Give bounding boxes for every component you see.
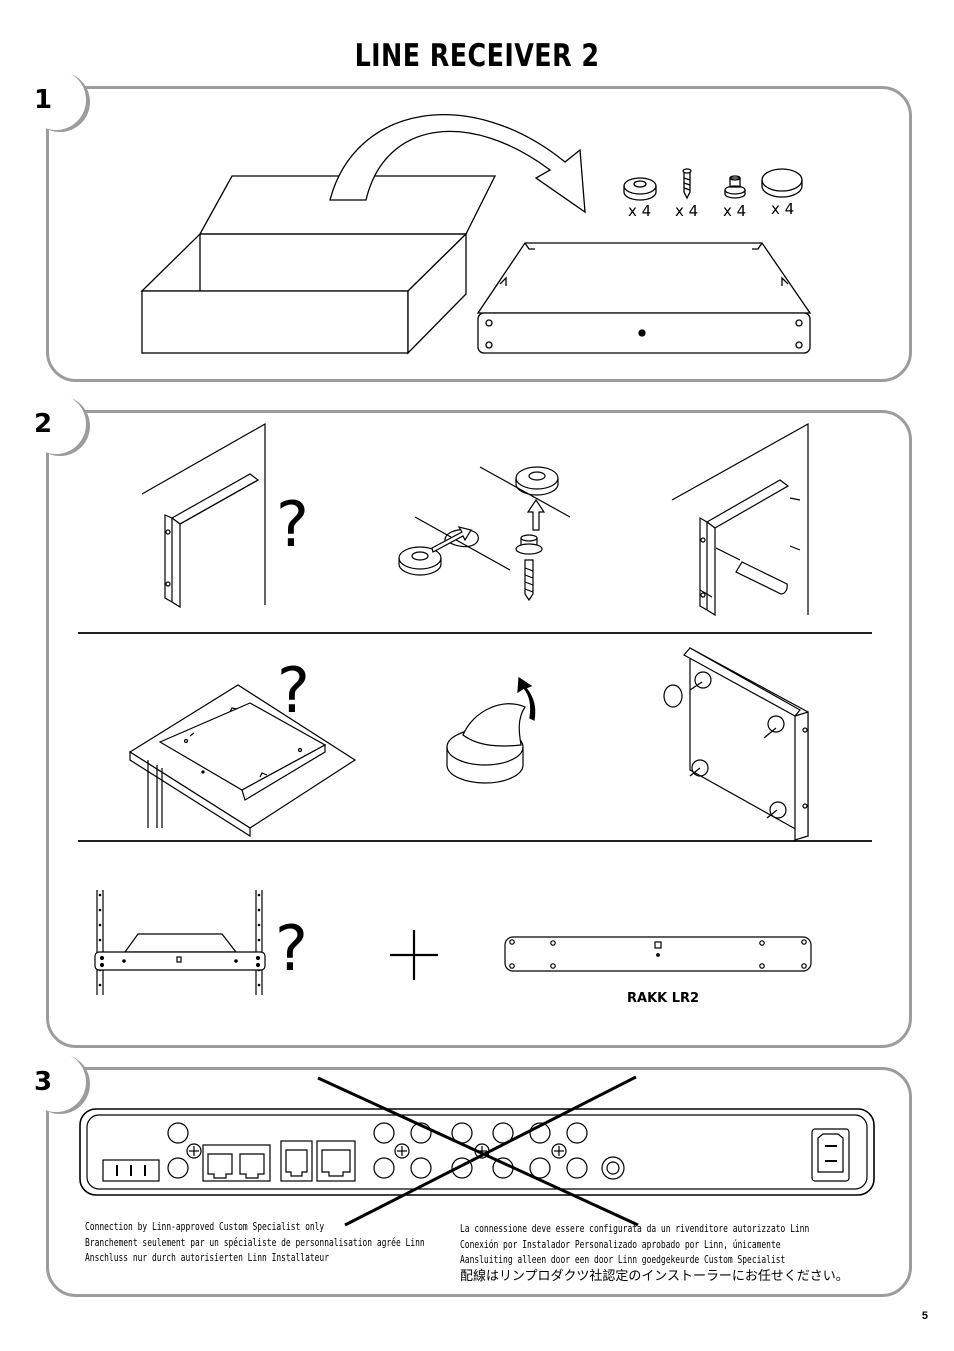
rack-kit-faceplate bbox=[504, 936, 812, 972]
part-quantity: x 4 bbox=[771, 200, 794, 218]
rack-kit-label: RAKK LR2 bbox=[627, 991, 699, 1006]
open-box-illustration bbox=[140, 175, 497, 355]
note-line-japanese: 配線はリンプロダクツ社認定のインストーラーにお任せください。 bbox=[460, 1268, 849, 1284]
foot-pad-icon bbox=[761, 168, 803, 198]
shelf-placement-illustration bbox=[128, 684, 357, 838]
wall-plate-pads-illustration bbox=[663, 646, 809, 841]
notes-left: Connection by Linn-approved Custom Speci… bbox=[85, 1220, 425, 1267]
page-title: LINE RECEIVER 2 bbox=[354, 38, 600, 74]
note-line: Aansluiting alleen door een door Linn go… bbox=[460, 1255, 786, 1266]
note-line: Anschluss nur durch autorisierten Linn I… bbox=[85, 1253, 329, 1264]
page-number: 5 bbox=[921, 1310, 928, 1322]
note-line: Branchement seulement par un spécialiste… bbox=[85, 1237, 425, 1249]
step-2-number: 2 bbox=[26, 394, 86, 454]
rack-mount-illustration bbox=[94, 890, 266, 995]
step-3-panel bbox=[46, 1067, 912, 1297]
rear-panel-illustration bbox=[79, 1108, 875, 1196]
grommet-assembly-illustration bbox=[398, 466, 571, 602]
part-quantity: x 4 bbox=[723, 202, 746, 220]
question-mark: ? bbox=[277, 654, 310, 727]
part-quantity: x 4 bbox=[628, 202, 651, 220]
note-line: Connection by Linn-approved Custom Speci… bbox=[85, 1222, 325, 1233]
wall-screw-illustration bbox=[671, 422, 809, 617]
line-receiver-unit bbox=[476, 242, 812, 354]
question-mark: ? bbox=[276, 488, 309, 561]
spacer-icon bbox=[724, 175, 746, 199]
step-3-number: 3 bbox=[26, 1052, 86, 1112]
not-allowed-cross-icon bbox=[317, 1075, 639, 1227]
step-1-number: 1 bbox=[26, 70, 86, 130]
transfer-arrow-icon bbox=[329, 114, 586, 214]
note-line: Conexión por Instalador Personalizado ap… bbox=[460, 1239, 781, 1251]
notes-right: La connessione deve essere configurata d… bbox=[460, 1222, 849, 1285]
grommet-icon bbox=[623, 177, 657, 201]
screw-icon bbox=[682, 168, 692, 200]
part-quantity: x 4 bbox=[675, 202, 698, 220]
plus-icon bbox=[390, 930, 438, 980]
wall-mount-illustration bbox=[141, 422, 266, 609]
question-mark: ? bbox=[275, 912, 308, 985]
note-line: La connessione deve essere configurata d… bbox=[460, 1224, 810, 1235]
peel-foot-pad-illustration bbox=[446, 676, 536, 784]
